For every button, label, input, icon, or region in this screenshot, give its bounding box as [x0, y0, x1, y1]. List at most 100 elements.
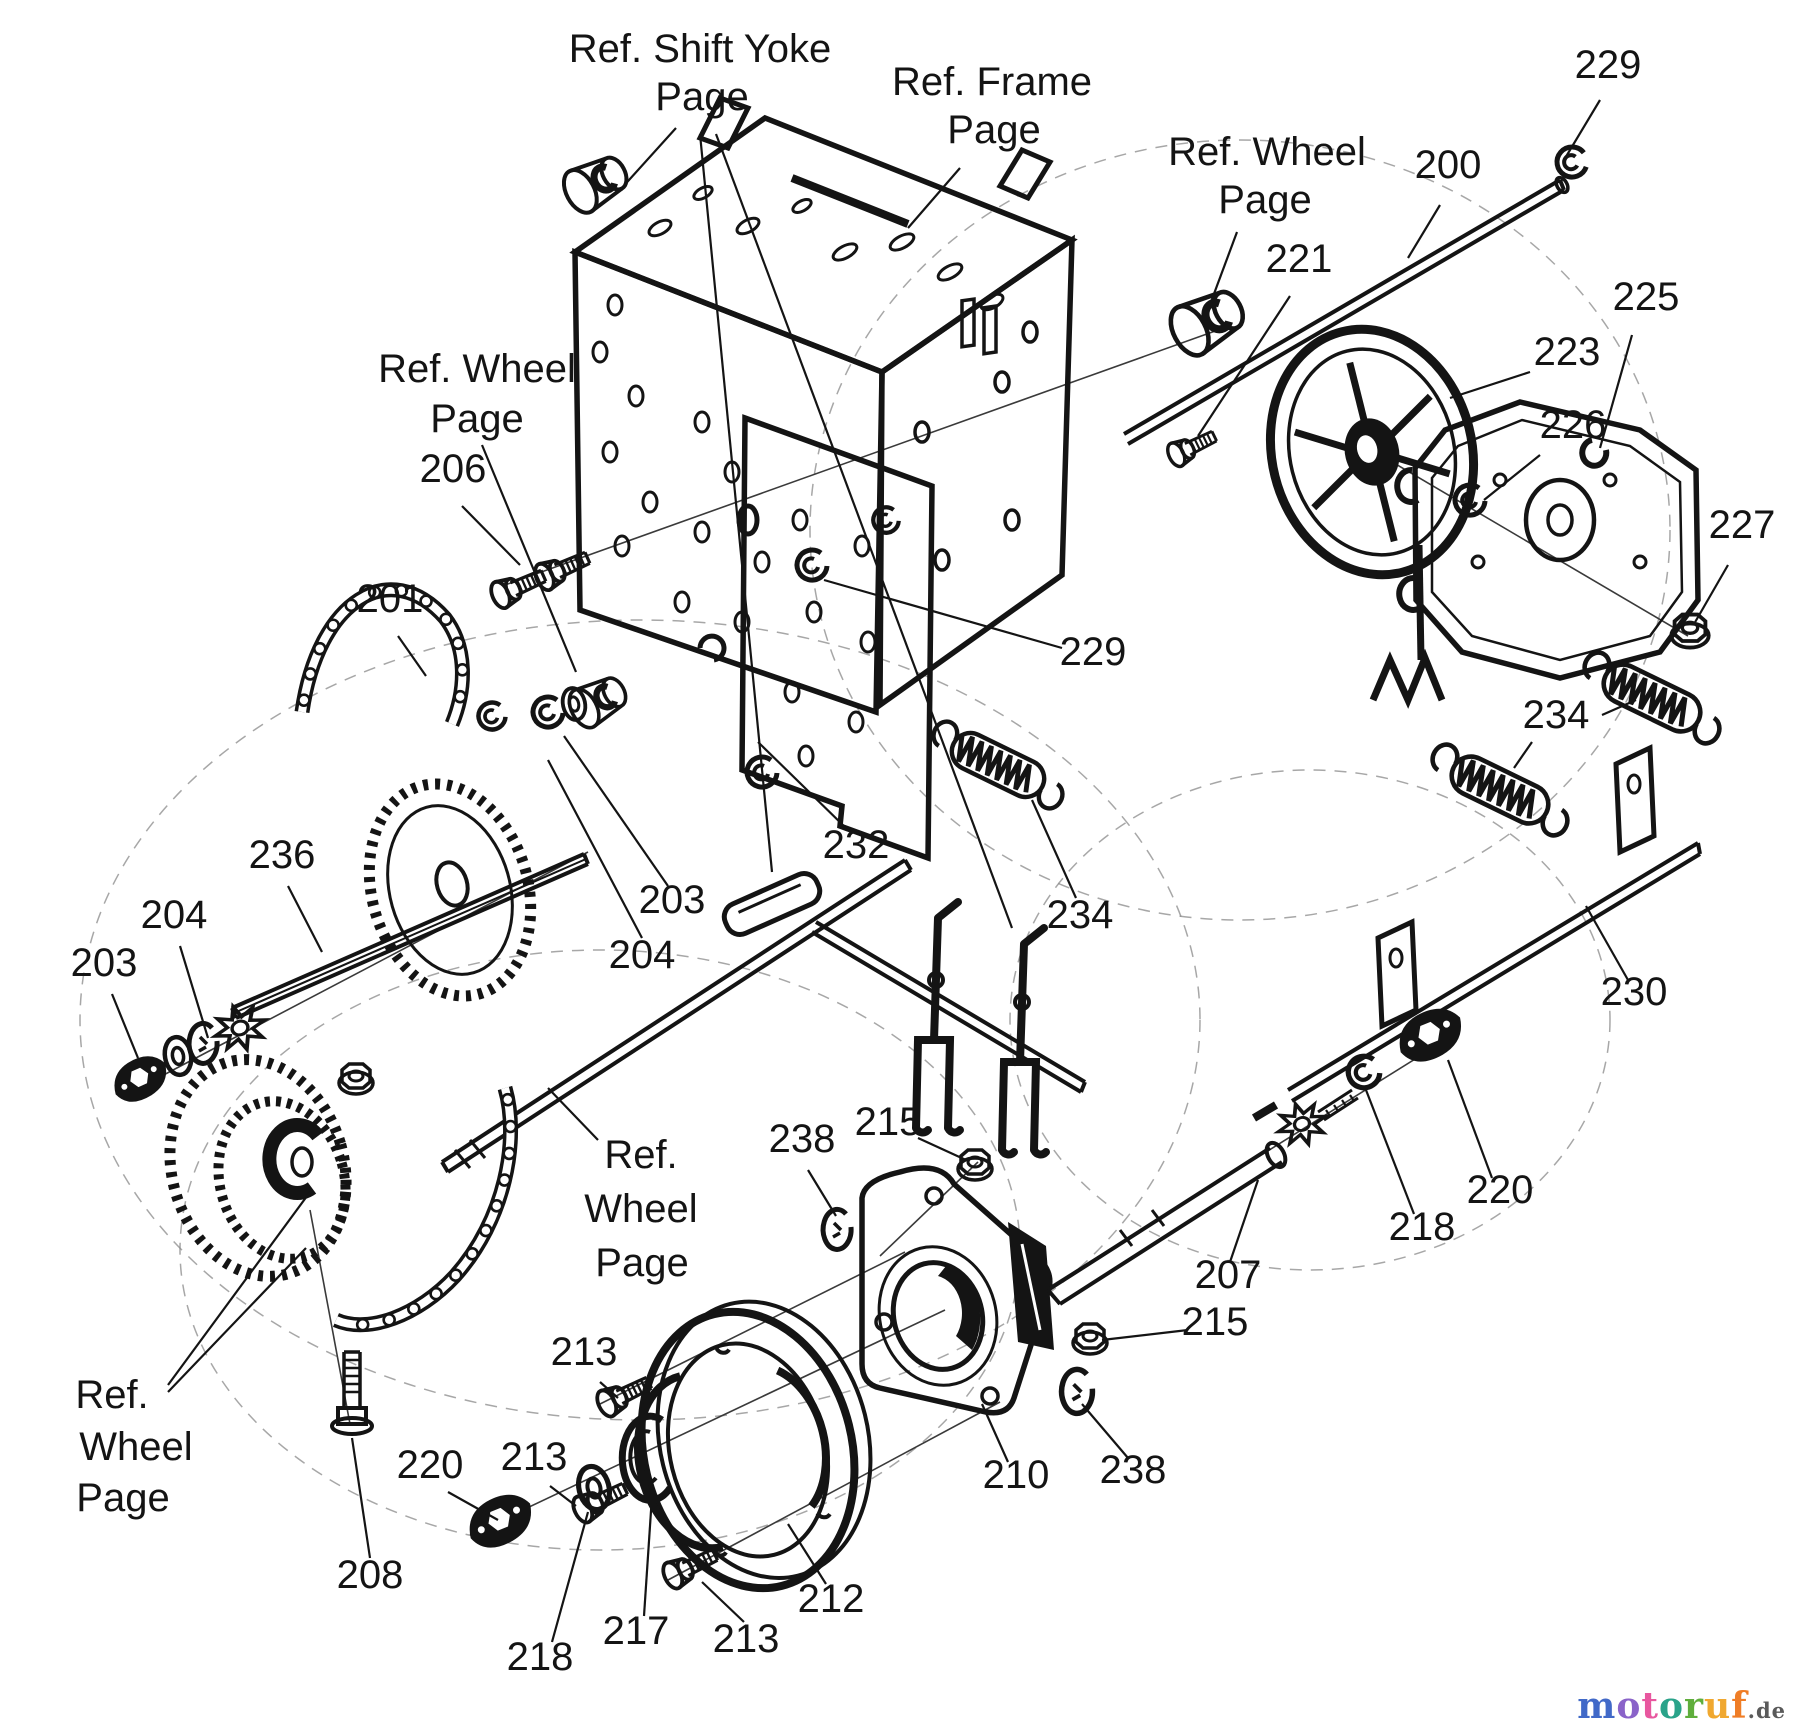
part-label: 201: [357, 577, 424, 621]
part-label: 227: [1709, 503, 1776, 547]
leader-line: [1101, 1328, 1189, 1342]
gear-upper: [363, 778, 537, 1002]
part-label: 218: [1389, 1205, 1456, 1249]
leader-line: [1598, 334, 1634, 449]
part-label: 229: [1575, 43, 1642, 87]
inner-plate-232: [736, 414, 935, 862]
watermark-letter: t: [1641, 1685, 1659, 1727]
part-label: 232: [823, 823, 890, 867]
leader-line: [1407, 204, 1441, 259]
part-label: 204: [609, 933, 676, 977]
chain-link: [344, 598, 359, 613]
part-label: 200: [1415, 143, 1482, 187]
leader-line: [547, 1087, 599, 1141]
chain-link: [503, 1119, 518, 1134]
part-label: 221: [1266, 237, 1333, 281]
leader-line: [1449, 370, 1531, 400]
leader-line: [823, 578, 1063, 650]
part-label: 207: [1195, 1253, 1262, 1297]
chain-link: [479, 1223, 493, 1238]
leader-lines: [110, 99, 1729, 1643]
part-label: 217: [603, 1609, 670, 1653]
part-label: 203: [639, 878, 706, 922]
part-label: 230: [1601, 970, 1668, 1014]
chain-link: [429, 1286, 443, 1301]
left-shaft-cluster: [105, 996, 375, 1109]
part-label: 204: [141, 893, 208, 937]
chain-201: [294, 582, 470, 727]
side-plate-225: [1369, 399, 1711, 709]
part-label: Wheel: [584, 1187, 697, 1231]
chain-link: [453, 689, 467, 704]
watermark-letter: u: [1703, 1685, 1732, 1727]
part-label: 225: [1613, 275, 1680, 319]
chain-link: [439, 612, 453, 627]
leader-line: [461, 505, 521, 566]
leader-line: [1483, 454, 1541, 501]
part-label: Page: [76, 1476, 169, 1520]
shaft-207: [1046, 1088, 1359, 1306]
leader-line: [1203, 231, 1239, 319]
rod-wheel-ref: [440, 858, 913, 1174]
flange-220-right: [1390, 1000, 1471, 1070]
leader-line: [1693, 564, 1729, 625]
rod-230: [1251, 744, 1702, 1122]
shoulder-bolt: [557, 148, 634, 218]
part-label: 220: [1467, 1168, 1534, 1212]
leader-line: [1563, 99, 1601, 161]
chain-link: [451, 636, 465, 651]
part-label: Page: [947, 108, 1040, 152]
bushing-203: [479, 669, 633, 732]
leader-line: [787, 1523, 827, 1585]
watermark-suffix: .de: [1747, 1698, 1786, 1723]
leader-line: [1030, 799, 1078, 899]
wheel-223: [1265, 324, 1479, 580]
axle-200: [1122, 144, 1590, 446]
watermark-letter: r: [1683, 1685, 1704, 1727]
leader-line: [619, 127, 677, 191]
part-label: 218: [507, 1635, 574, 1679]
leader-line: [917, 1137, 967, 1161]
watermark-letter: f: [1731, 1685, 1748, 1727]
part-label: Ref. Frame: [892, 60, 1092, 104]
leader-line: [701, 1581, 745, 1623]
part-label: 210: [983, 1453, 1050, 1497]
watermark-letter: o: [1616, 1685, 1642, 1727]
part-label: Page: [1218, 178, 1311, 222]
leader-line: [714, 133, 1014, 929]
part-label: 220: [397, 1443, 464, 1487]
part-label: 238: [1100, 1448, 1167, 1492]
ring-217: [618, 1412, 673, 1504]
leader-line: [287, 885, 323, 953]
part-label: 206: [420, 447, 487, 491]
part-label: Ref.: [75, 1373, 148, 1417]
chain-link: [382, 1312, 396, 1327]
bolt-208: [330, 1350, 374, 1436]
washer-238-upper: [823, 1209, 851, 1249]
hex-shaft-236: [230, 852, 590, 1020]
chain-link: [497, 1173, 512, 1187]
part-label: 203: [71, 941, 138, 985]
part-label: 238: [769, 1117, 836, 1161]
chain-link: [502, 1146, 517, 1161]
chain-lower: [333, 1085, 519, 1333]
leader-line: [698, 133, 774, 873]
leader-line: [599, 1381, 619, 1399]
part-label: Ref.: [604, 1133, 677, 1177]
part-label: 223: [1534, 330, 1601, 374]
leader-line: [1228, 1179, 1260, 1263]
part-label: 213: [551, 1330, 618, 1374]
leader-line: [807, 1169, 837, 1217]
plate-210: [859, 1165, 1054, 1416]
leader-line: [1081, 1403, 1129, 1459]
frame-assembly: [569, 94, 1078, 716]
part-label: 229: [1060, 630, 1127, 674]
chain-link: [297, 693, 311, 707]
part-label: Ref. Wheel: [378, 347, 576, 391]
part-label: Ref. Wheel: [1168, 130, 1366, 174]
chain-link: [303, 667, 318, 681]
part-label: 234: [1047, 893, 1114, 937]
